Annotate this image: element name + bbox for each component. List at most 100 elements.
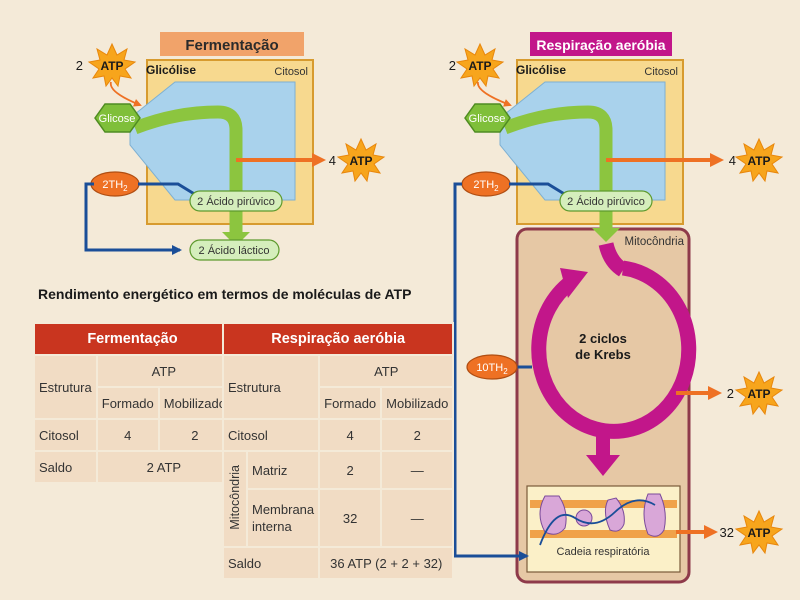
r-glicose-hexagon: [464, 103, 511, 133]
krebs-ring: [531, 260, 697, 439]
rt-row-membrana-2: interna: [252, 519, 292, 534]
glicose-label: Glicose: [99, 113, 136, 125]
r-atp-in-count: 2: [449, 58, 456, 73]
th10-oval: [466, 354, 518, 380]
atp-in-count: 2: [76, 58, 83, 73]
krebs-down-head: [586, 455, 620, 476]
rt-row-saldo: Saldo: [221, 546, 321, 580]
glycolysis-arrow: [132, 105, 243, 210]
krebs-atp-count: 2: [727, 386, 734, 401]
th2-label: 2TH2: [102, 179, 128, 193]
cadeia-label: Cadeia respiratória: [557, 546, 651, 558]
krebs-line1: 2 ciclos: [579, 331, 627, 346]
krebs-atp-badge: ATP: [747, 387, 770, 401]
electron-path: [539, 499, 656, 546]
th10-label: 10TH2: [476, 362, 508, 376]
r-green-arrow-head: [592, 228, 620, 242]
r-th2-main: 2TH: [473, 179, 494, 191]
r-glicose-label: Glicose: [469, 113, 506, 125]
r-glycolysis-arrow: [502, 105, 613, 226]
th2-sub: 2: [123, 184, 128, 193]
fermentacao-table-title: Fermentação: [33, 322, 232, 356]
th2-to-piruvico-line: [138, 182, 197, 197]
atp-in-badge: ATP: [100, 59, 123, 73]
ft-citosol-mobilizado: 2: [157, 418, 232, 452]
rt-row-membrana: Membrana interna: [245, 488, 321, 548]
protein-complex-1: [539, 495, 567, 535]
rt-membrana-formado: 32: [318, 488, 383, 548]
r-th2-label: 2TH2: [473, 179, 499, 193]
th10-sub: 2: [503, 367, 508, 376]
respiracao-table-title: Respiração aeróbia: [221, 322, 455, 356]
ft-col-mobilizado: Mobilizado: [157, 386, 232, 420]
protein-complex-3: [604, 497, 625, 532]
rt-membrana-mobilizado: —: [380, 488, 455, 548]
cadeia-atp-count: 32: [720, 525, 734, 540]
ft-col-estrutura: Estrutura: [33, 354, 98, 420]
fermentacao-title: Fermentação: [185, 37, 278, 54]
respiracao-table: Respiração aeróbia Estrutura ATP Formado…: [221, 322, 455, 580]
r-th2-to-piruvico-line: [509, 182, 567, 197]
r-th2-sub: 2: [494, 184, 499, 193]
th2-to-lactico-line: [84, 182, 182, 255]
rt-matriz-formado: 2: [318, 450, 383, 490]
atp-out-count: 4: [329, 153, 336, 168]
membrane-top: [530, 500, 677, 508]
rt-group-mitocondria: Mitocôndria: [222, 450, 248, 548]
th2-main: 2TH: [102, 179, 123, 191]
rt-col-atp: ATP: [318, 354, 455, 388]
krebs-entry: [598, 242, 628, 277]
r-atp-in-arrow: [477, 81, 512, 107]
glicolise-label: Glicólise: [146, 63, 196, 77]
citosol-label: Citosol: [274, 66, 308, 78]
rt-citosol-mobilizado: 2: [380, 418, 455, 452]
r-citosol-label: Citosol: [644, 66, 678, 78]
rt-saldo-value: 36 ATP (2 + 2 + 32): [318, 546, 455, 580]
piruvico-label: 2 Ácido pirúvico: [197, 195, 275, 208]
r-atp-in-badge: ATP: [468, 59, 491, 73]
r-piruvico-pill: [559, 190, 653, 212]
respiracao-panel: Respiração aeróbia Glicólise Citosol Gli…: [449, 32, 783, 584]
ft-saldo-value: 2 ATP: [95, 450, 232, 484]
membrane-bottom: [530, 530, 677, 538]
rt-row-matriz: Matriz: [245, 450, 321, 490]
r-atp-out-head: [710, 153, 724, 167]
atp-out-head: [312, 153, 326, 167]
r-atp-out-badge: ATP: [747, 154, 770, 168]
protein-complex-4: [643, 493, 666, 537]
fermentacao-panel: Fermentação Glicólise Citosol Glicose AT…: [76, 32, 385, 261]
krebs-line2: de Krebs: [575, 347, 631, 362]
respiracao-title-box: [530, 32, 672, 56]
rt-group-mitocondria-label: Mitocôndria: [228, 465, 242, 530]
lactic-arrow-head: [222, 232, 250, 246]
r-th-to-cadeia-line: [453, 182, 529, 561]
respiracao-title: Respiração aeróbia: [536, 37, 665, 53]
cadeia-atp-head: [704, 525, 718, 539]
ft-citosol-formado: 4: [95, 418, 160, 452]
r-atp-out-count: 4: [729, 153, 736, 168]
piruvico-pill: [189, 190, 283, 212]
fermentacao-title-box: [160, 32, 304, 56]
lactico-pill: [189, 239, 280, 261]
th10-main: 10TH: [476, 362, 503, 374]
mitocondria-label: Mitocôndria: [625, 236, 685, 248]
cadeia-atp-badge: ATP: [747, 526, 770, 540]
rt-row-membrana-1: Membrana: [252, 502, 315, 517]
rt-row-citosol: Citosol: [221, 418, 321, 452]
r-piruvico-label: 2 Ácido pirúvico: [567, 195, 645, 208]
rt-citosol-formado: 4: [318, 418, 383, 452]
summary-heading: Rendimento energético em termos de moléc…: [38, 286, 412, 302]
fermentacao-table: Fermentação Estrutura ATP Formado Mobili…: [33, 322, 232, 484]
ft-row-saldo: Saldo: [33, 450, 98, 484]
rt-col-formado: Formado: [318, 386, 383, 420]
atp-out-badge: ATP: [349, 154, 372, 168]
r-glicolise-label: Glicólise: [516, 63, 566, 77]
krebs-atp-head: [708, 386, 722, 400]
rt-matriz-mobilizado: —: [380, 450, 455, 490]
lactico-label: 2 Ácido láctico: [199, 244, 270, 257]
krebs-ring-arrowhead: [560, 268, 588, 298]
ft-col-atp: ATP: [95, 354, 232, 388]
glicose-hexagon: [94, 103, 141, 133]
ft-row-citosol: Citosol: [33, 418, 98, 452]
